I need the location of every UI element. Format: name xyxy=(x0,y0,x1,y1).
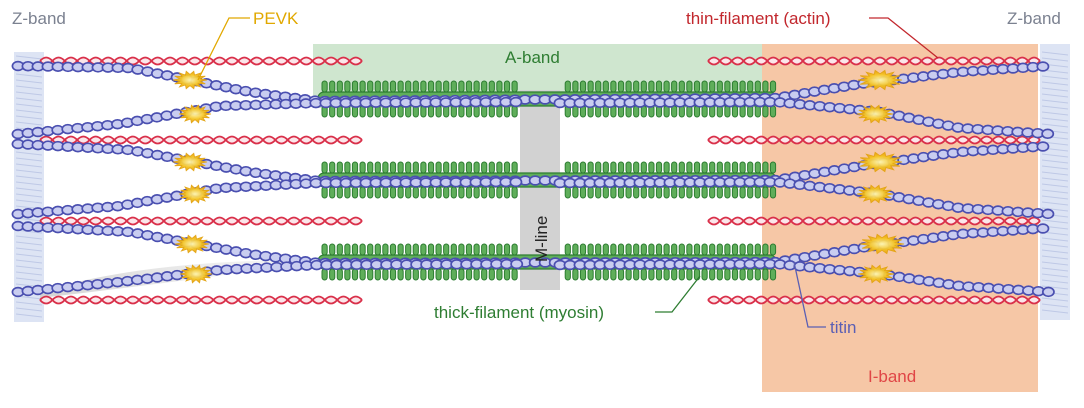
actin-filaments xyxy=(39,56,1041,305)
pevk-label: PEVK xyxy=(253,9,299,28)
z-band-left-label: Z-band xyxy=(12,9,66,28)
actin-leader-line xyxy=(869,17,939,59)
pevk-region xyxy=(179,264,213,284)
pevk-region xyxy=(174,234,210,254)
pevk-region xyxy=(856,104,894,124)
actin-filament xyxy=(39,135,363,145)
pevk-region xyxy=(856,184,894,204)
a-band-label: A-band xyxy=(505,48,560,67)
m-line-label: M-line xyxy=(532,216,551,262)
titin-filament xyxy=(11,176,523,220)
pevk-region xyxy=(172,70,208,90)
titin-filament xyxy=(553,176,1055,220)
thin-filament-label: thin-filament (actin) xyxy=(686,9,831,28)
actin-filament xyxy=(707,295,1041,305)
pevk-region xyxy=(857,151,903,173)
actin-filament xyxy=(39,216,363,226)
actin-filament xyxy=(707,135,1041,145)
pevk-region xyxy=(178,184,212,204)
titin-label: titin xyxy=(830,318,856,337)
actin-filament xyxy=(707,56,1041,66)
z-band-right-disc xyxy=(1040,44,1070,320)
actin-filament xyxy=(39,295,363,305)
pevk-region xyxy=(857,69,903,91)
pevk-region xyxy=(172,152,208,172)
actin-filament xyxy=(39,56,363,66)
titin-leader-line xyxy=(793,261,826,328)
z-band-left-disc xyxy=(14,52,44,322)
titin-filament xyxy=(11,258,524,298)
pevk-regions xyxy=(172,69,905,284)
z-band-right-label: Z-band xyxy=(1007,9,1061,28)
pevk-region xyxy=(857,264,895,284)
titin-filament xyxy=(11,96,523,140)
i-band-label: I-band xyxy=(868,367,916,386)
pevk-leader-line xyxy=(197,17,250,81)
pevk-region xyxy=(178,104,212,124)
pevk-region xyxy=(859,233,905,255)
thick-filament-label: thick-filament (myosin) xyxy=(434,303,604,322)
actin-filament xyxy=(707,216,1041,226)
myosin-leader-line xyxy=(655,275,701,313)
